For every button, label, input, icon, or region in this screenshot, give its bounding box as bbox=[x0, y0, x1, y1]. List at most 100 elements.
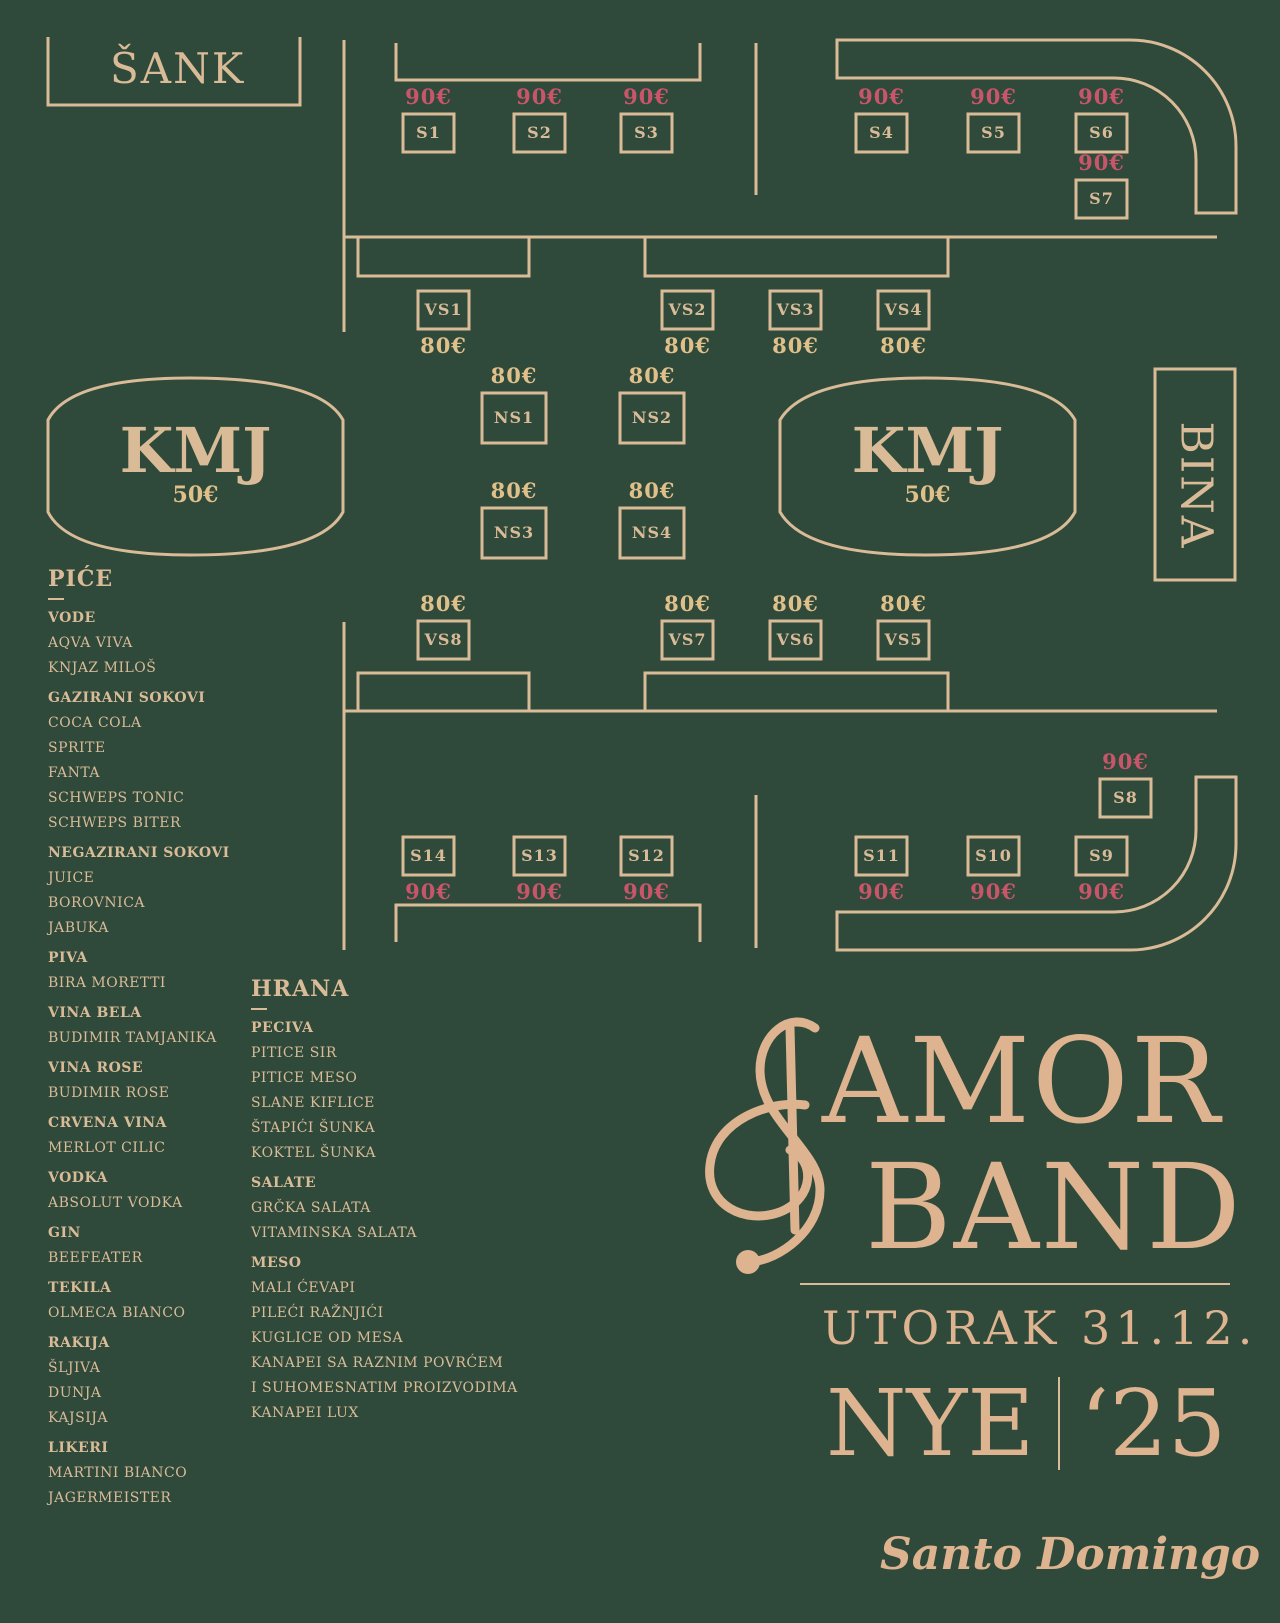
food-item: VITAMINSKA SALATA bbox=[251, 1225, 418, 1241]
drinks-dash bbox=[48, 598, 64, 600]
table-s5 bbox=[966, 112, 1021, 154]
drinks-category: RAKIJA bbox=[48, 1335, 110, 1351]
table-label-s3[interactable]: S3 bbox=[634, 123, 659, 142]
drinks-item: MARTINI BIANCO bbox=[48, 1465, 188, 1481]
drinks-category: LIKERI bbox=[48, 1440, 109, 1456]
table-label-s9[interactable]: S9 bbox=[1089, 846, 1114, 865]
food-heading: HRANA bbox=[251, 976, 350, 1002]
food-item: MALI ĆEVAPI bbox=[251, 1280, 356, 1296]
bar-outline bbox=[46, 37, 302, 107]
table-price-ns4: 80€ bbox=[628, 478, 676, 503]
food-item: ŠTAPIĆI ŠUNKA bbox=[251, 1120, 376, 1136]
table-label-vs3[interactable]: VS3 bbox=[776, 300, 815, 319]
booth-top-right bbox=[835, 38, 1238, 215]
table-label-s4[interactable]: S4 bbox=[869, 123, 894, 142]
drinks-item: SCHWEPS BITER bbox=[48, 815, 181, 831]
drinks-item: MERLOT CILIC bbox=[48, 1140, 166, 1156]
table-s9 bbox=[1074, 835, 1129, 877]
table-price-s12: 90€ bbox=[623, 879, 670, 904]
food-item: KANAPEI SA RAZNIM POVRĆEM bbox=[251, 1355, 504, 1371]
drinks-category: VINA ROSE bbox=[48, 1060, 144, 1076]
table-s12 bbox=[619, 835, 674, 877]
table-label-s6[interactable]: S6 bbox=[1089, 123, 1114, 142]
table-s2 bbox=[512, 112, 567, 154]
table-s8 bbox=[1098, 777, 1153, 819]
table-label-vs8[interactable]: VS8 bbox=[424, 630, 463, 649]
table-s7 bbox=[1074, 178, 1129, 220]
table-label-s13[interactable]: S13 bbox=[521, 846, 558, 865]
table-price-s11: 90€ bbox=[858, 879, 905, 904]
table-label-ns4[interactable]: NS4 bbox=[631, 523, 673, 542]
table-label-s14[interactable]: S14 bbox=[410, 846, 447, 865]
stage-box bbox=[1153, 367, 1237, 582]
nye-label: NYE bbox=[826, 1370, 1035, 1477]
table-label-s8[interactable]: S8 bbox=[1113, 788, 1138, 807]
table-s11 bbox=[854, 835, 909, 877]
table-price-s6: 90€ bbox=[1078, 84, 1125, 109]
drinks-category: TEKILA bbox=[48, 1280, 112, 1296]
drinks-item: KNJAZ MILOŠ bbox=[48, 660, 157, 676]
drinks-item: JAGERMEISTER bbox=[48, 1490, 172, 1506]
table-vs1 bbox=[416, 289, 471, 331]
table-label-vs2[interactable]: VS2 bbox=[668, 300, 707, 319]
table-label-vs6[interactable]: VS6 bbox=[776, 630, 815, 649]
table-price-s9: 90€ bbox=[1078, 879, 1125, 904]
food-item: I SUHOMESNATIM PROIZVODIMA bbox=[251, 1380, 518, 1396]
drinks-category: GAZIRANI SOKOVI bbox=[48, 690, 206, 706]
food-item: SLANE KIFLICE bbox=[251, 1095, 375, 1111]
table-label-vs4[interactable]: VS4 bbox=[884, 300, 923, 319]
kmj-right-shape bbox=[778, 376, 1077, 557]
drinks-item: JUICE bbox=[48, 870, 95, 886]
booth-bottom-right bbox=[835, 775, 1238, 952]
drinks-item: COCA COLA bbox=[48, 715, 142, 731]
table-s1 bbox=[401, 112, 456, 154]
food-item: PITICE MESO bbox=[251, 1070, 358, 1086]
table-label-s12[interactable]: S12 bbox=[628, 846, 665, 865]
table-label-ns3[interactable]: NS3 bbox=[493, 523, 535, 542]
table-label-s1[interactable]: S1 bbox=[416, 123, 441, 142]
drinks-item: BEEFEATER bbox=[48, 1250, 143, 1266]
food-item: KOKTEL ŠUNKA bbox=[251, 1145, 376, 1161]
table-label-s7[interactable]: S7 bbox=[1089, 189, 1114, 208]
food-category: SALATE bbox=[251, 1175, 317, 1191]
table-label-s11[interactable]: S11 bbox=[863, 846, 900, 865]
lower-bench-left bbox=[356, 671, 531, 711]
table-price-s5: 90€ bbox=[970, 84, 1017, 109]
table-price-vs5: 80€ bbox=[880, 591, 927, 616]
table-price-ns2: 80€ bbox=[628, 363, 676, 388]
table-s14 bbox=[401, 835, 456, 877]
table-label-s5[interactable]: S5 bbox=[981, 123, 1006, 142]
table-vs7 bbox=[660, 619, 715, 661]
table-price-s2: 90€ bbox=[516, 84, 563, 109]
food-item: KUGLICE OD MESA bbox=[251, 1330, 404, 1346]
drinks-item: ŠLJIVA bbox=[48, 1360, 101, 1376]
drinks-category: CRVENA VINA bbox=[48, 1115, 167, 1131]
food-item: PILEĆI RAŽNJIĆI bbox=[251, 1305, 384, 1321]
table-label-vs7[interactable]: VS7 bbox=[668, 630, 707, 649]
table-label-ns2[interactable]: NS2 bbox=[631, 408, 673, 427]
food-item: GRČKA SALATA bbox=[251, 1200, 371, 1216]
table-price-s10: 90€ bbox=[970, 879, 1017, 904]
drinks-category: PIVA bbox=[48, 950, 88, 966]
top-left-bench bbox=[394, 43, 702, 82]
kmj-right[interactable]: KMJ 50€ bbox=[780, 420, 1075, 509]
table-ns4 bbox=[618, 506, 686, 560]
table-label-ns1[interactable]: NS1 bbox=[493, 408, 535, 427]
kmj-left-shape bbox=[46, 376, 345, 557]
table-price-s1: 90€ bbox=[405, 84, 452, 109]
drinks-item: ABSOLUT VODKA bbox=[48, 1195, 183, 1211]
table-label-s2[interactable]: S2 bbox=[527, 123, 552, 142]
table-vs4 bbox=[876, 289, 931, 331]
table-price-s3: 90€ bbox=[623, 84, 670, 109]
table-label-vs1[interactable]: VS1 bbox=[424, 300, 463, 319]
drinks-item: BIRA MORETTI bbox=[48, 975, 166, 991]
table-vs2 bbox=[660, 289, 715, 331]
upper-bench-left bbox=[356, 237, 531, 278]
kmj-left[interactable]: KMJ 50€ bbox=[48, 420, 343, 509]
table-vs3 bbox=[768, 289, 823, 331]
table-label-vs5[interactable]: VS5 bbox=[884, 630, 923, 649]
table-label-s10[interactable]: S10 bbox=[975, 846, 1012, 865]
table-price-vs1: 80€ bbox=[420, 333, 467, 358]
